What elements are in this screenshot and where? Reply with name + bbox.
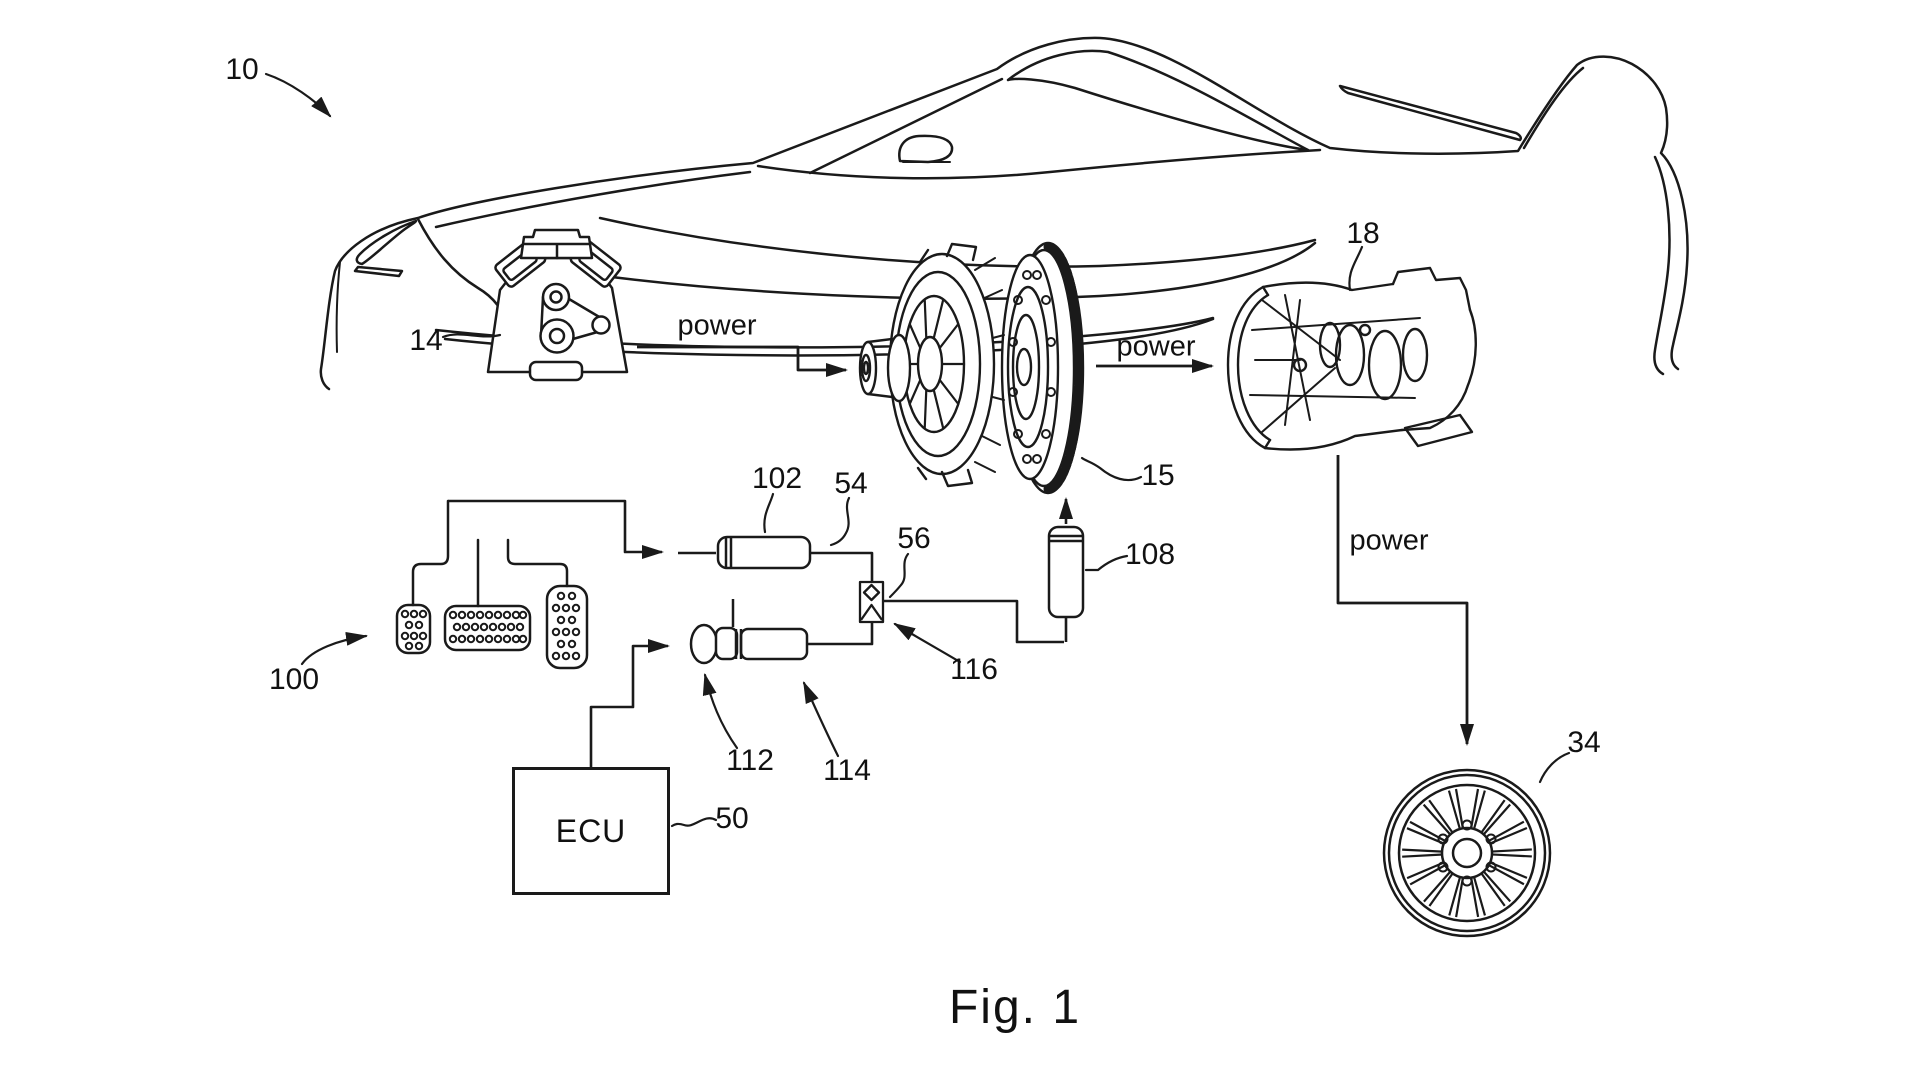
- ref-label-56: 56: [897, 522, 931, 555]
- transmission-drawing: [1226, 266, 1477, 451]
- ref-label-116: 116: [950, 653, 998, 686]
- power-label-3: power: [1349, 524, 1429, 557]
- ref-label-50: 50: [715, 802, 749, 835]
- ref-label-18: 18: [1346, 217, 1380, 250]
- ref-34-leader: [1538, 751, 1571, 784]
- ref-102-leader: [763, 492, 775, 534]
- engine-drawing: [486, 228, 629, 382]
- ref-10-arrow: [264, 72, 332, 118]
- clutch-pedal: [395, 603, 432, 655]
- ref-116-arrow: [893, 622, 962, 664]
- hydraulic-lines: [448, 497, 1073, 767]
- power-arrow-transmission-to-wheel: [1336, 455, 1474, 746]
- power-arrow-engine-to-clutch: [637, 345, 848, 377]
- figure-caption: Fig. 1: [948, 981, 1082, 1034]
- wheel-drawing: [1382, 768, 1552, 938]
- ref-114-arrow: [802, 681, 840, 758]
- ref-108-leader: [1084, 554, 1129, 572]
- ref-label-112: 112: [726, 744, 774, 777]
- ref-label-108: 108: [1124, 538, 1176, 571]
- ref-label-102: 102: [751, 462, 803, 495]
- ref-label-10: 10: [225, 53, 259, 86]
- power-label-2: power: [1116, 330, 1196, 363]
- ref-label-15: 15: [1141, 459, 1175, 492]
- ref-112-arrow: [702, 673, 739, 750]
- ref-50-leader: [670, 817, 718, 828]
- ref-14-leader: [441, 333, 502, 339]
- ref-label-100: 100: [268, 663, 320, 696]
- power-flow-arrows: [637, 345, 1474, 746]
- ecu-label: ECU: [555, 812, 627, 849]
- ref-label-34: 34: [1567, 726, 1601, 759]
- ref-54-leader: [829, 496, 851, 547]
- valve-116-drawing: [858, 580, 885, 624]
- ecu-box: ECU: [512, 767, 670, 895]
- ref-100-arrow: [300, 631, 368, 666]
- clutch-actuator-112-114-drawing: [689, 599, 809, 665]
- ref-label-114: 114: [823, 754, 871, 787]
- pedals-drawing: [395, 499, 589, 670]
- master-cylinder-102-drawing: [716, 535, 812, 570]
- side-mirror: [898, 134, 954, 164]
- ref-label-14: 14: [409, 324, 443, 357]
- ref-18-leader: [1348, 245, 1364, 292]
- ref-15-leader: [1080, 456, 1143, 482]
- leader-lines: [264, 72, 1571, 828]
- clutch-drawing: [858, 241, 1085, 495]
- accelerator-pedal: [545, 584, 589, 670]
- power-label-1: power: [677, 309, 757, 342]
- accumulator-108-drawing: [1047, 525, 1085, 619]
- ref-56-leader: [888, 552, 910, 599]
- brake-pedal: [443, 604, 532, 652]
- ref-label-54: 54: [834, 467, 868, 500]
